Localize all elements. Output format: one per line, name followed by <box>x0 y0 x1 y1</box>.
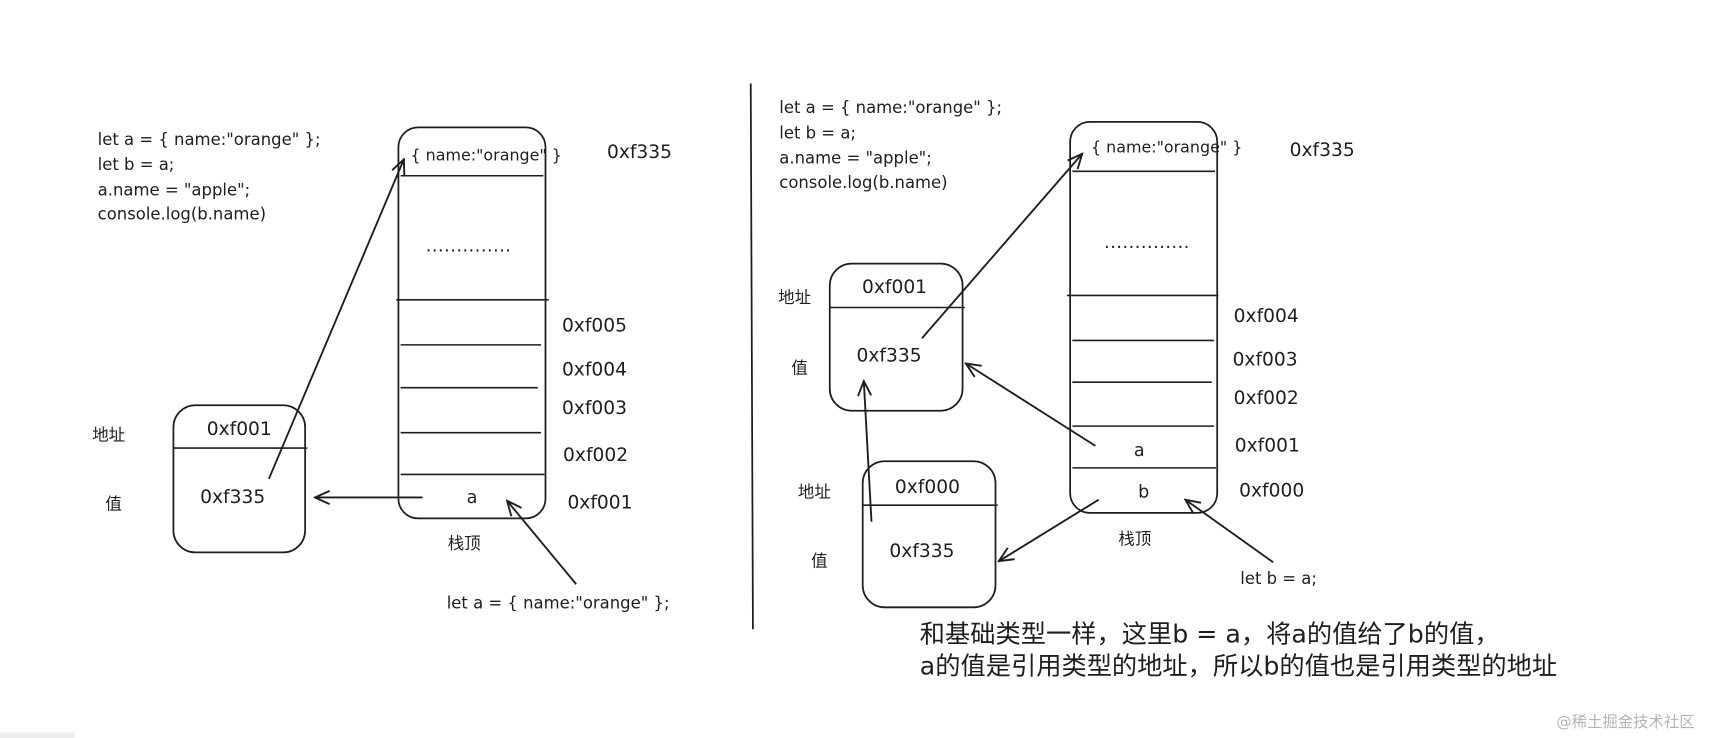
caption-line: a的值是引用类型的地址，所以b的值也是引用类型的地址 <box>920 651 1557 680</box>
right-code-block: let a = { name:"orange" }; let b = a; a.… <box>779 98 1002 192</box>
right-note: let b = a; <box>1240 569 1317 588</box>
variable-value: 0xf335 <box>889 541 954 562</box>
left-address-labels: 0xf335 0xf005 0xf004 0xf003 0xf002 0xf00… <box>562 142 672 513</box>
heap-object-address: 0xf335 <box>1290 140 1355 161</box>
variable-value: 0xf335 <box>200 487 265 508</box>
panel-divider <box>749 83 754 630</box>
stack-address: 0xf004 <box>1234 306 1299 327</box>
value-label: 值 <box>105 495 121 514</box>
stack-address: 0xf004 <box>562 360 627 381</box>
caption-line: 和基础类型一样，这里b = a，将a的值给了b的值， <box>920 619 1500 648</box>
arrow-variable-b-to-variable-a <box>864 381 873 522</box>
stack-address: 0xf001 <box>1235 435 1300 456</box>
arrow-variable-to-heap <box>268 159 404 480</box>
stack-address: 0xf002 <box>563 445 628 466</box>
left-stack: { name:"orange" } .............. a 栈顶 <box>396 126 562 553</box>
variable-address: 0xf001 <box>207 419 272 440</box>
stack-top-label: 栈顶 <box>448 534 481 553</box>
address-label: 地址 <box>798 482 831 501</box>
arrow-note-to-stack <box>507 501 577 585</box>
code-line: let a = { name:"orange" }; <box>779 98 1002 117</box>
right-address-labels: 0xf335 0xf004 0xf003 0xf002 0xf001 0xf00… <box>1233 140 1355 501</box>
stack-address: 0xf000 <box>1239 480 1304 501</box>
stack-address: 0xf001 <box>567 492 632 513</box>
stack-cell-a: a <box>1134 441 1145 461</box>
caption: 和基础类型一样，这里b = a，将a的值给了b的值， a的值是引用类型的地址，所… <box>920 619 1557 680</box>
code-line: console.log(b.name) <box>98 205 266 224</box>
stack-cell-a: a <box>467 488 478 508</box>
watermark: @稀土掘金技术社区 <box>1556 713 1694 731</box>
left-code-block: let a = { name:"orange" }; let b = a; a.… <box>98 130 321 224</box>
stack-top-label: 栈顶 <box>1118 530 1151 549</box>
address-label: 地址 <box>778 288 811 307</box>
corner-fragment <box>0 732 75 738</box>
right-stack: { name:"orange" } .............. a b 栈顶 <box>1066 121 1242 549</box>
variable-box-frame <box>861 460 997 609</box>
stack-frame <box>397 126 547 520</box>
heap-object-address: 0xf335 <box>607 142 672 163</box>
left-panel: let a = { name:"orange" }; let b = a; a.… <box>92 126 672 612</box>
left-note: let a = { name:"orange" }; <box>447 593 670 612</box>
variable-value: 0xf335 <box>856 345 921 366</box>
stack-address: 0xf002 <box>1234 388 1299 409</box>
value-label: 值 <box>791 358 807 377</box>
arrow-variable-a-to-heap <box>921 154 1082 339</box>
stack-frame <box>1069 121 1219 514</box>
value-label: 值 <box>811 552 827 571</box>
variable-address: 0xf000 <box>895 477 960 498</box>
heap-object-text: { name:"orange" } <box>410 145 561 164</box>
arrow-note-to-stack-b <box>1185 500 1274 564</box>
stack-address: 0xf003 <box>562 398 627 419</box>
stack-ellipsis: .............. <box>1104 233 1190 253</box>
left-variable-box: 0xf001 0xf335 地址 值 <box>92 404 308 554</box>
stack-ellipsis: .............. <box>426 236 512 256</box>
variable-address: 0xf001 <box>862 277 927 298</box>
code-line: a.name = "apple"; <box>779 149 932 168</box>
code-line: a.name = "apple"; <box>98 180 251 199</box>
stack-cell-b: b <box>1138 482 1149 502</box>
stack-address: 0xf005 <box>562 316 627 337</box>
arrow-stack-b-to-variable-b <box>999 498 1100 562</box>
address-label: 地址 <box>92 425 125 444</box>
code-line: let b = a; <box>98 155 175 174</box>
stack-address: 0xf003 <box>1233 350 1298 371</box>
code-line: let b = a; <box>779 123 856 142</box>
variable-box-frame <box>828 262 964 412</box>
variable-box-frame <box>172 404 307 554</box>
right-panel: let a = { name:"orange" }; let b = a; a.… <box>778 98 1355 609</box>
code-line: console.log(b.name) <box>779 173 947 192</box>
code-line: let a = { name:"orange" }; <box>98 130 321 149</box>
right-variable-box-b: 0xf000 0xf335 地址 值 <box>798 460 998 609</box>
arrow-stack-a-to-variable-a <box>966 364 1096 447</box>
heap-object-text: { name:"orange" } <box>1091 138 1242 157</box>
right-variable-box-a: 0xf001 0xf335 地址 值 <box>778 262 965 412</box>
